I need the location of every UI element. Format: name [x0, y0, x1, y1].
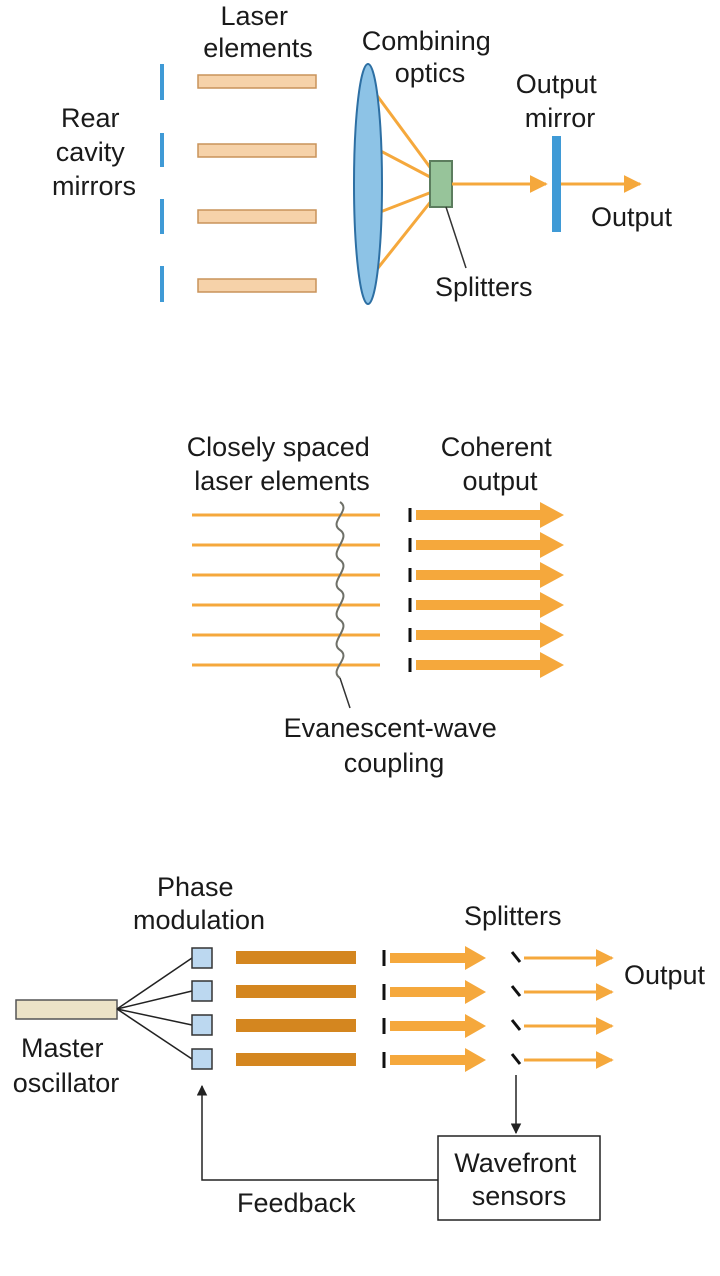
splitter-box: [429, 160, 453, 208]
master-oscillator: [15, 999, 118, 1020]
wavefront-sensors-label: Wavefront sensors: [454, 1148, 584, 1211]
evanescent-coupling-label: Evanescent-wave coupling: [284, 713, 505, 778]
master-oscillator-label: Master oscillator: [13, 1033, 120, 1098]
output-label-bottom: Output: [624, 960, 706, 990]
wavefront-sensors-box: [437, 1135, 601, 1221]
laser-element-1: [197, 74, 317, 89]
phase-modulator-1: [191, 947, 213, 969]
rear-cavity-mirrors-label: Rear cavity mirrors: [52, 103, 136, 201]
panel-master-oscillator: Phase modulation Splitters Output Master…: [13, 872, 706, 1221]
output-beams-bottom: [524, 949, 614, 1069]
amplified-beams: [390, 946, 486, 1072]
oscillator-fan-lines: [116, 957, 193, 1060]
amplifier-rods: [236, 951, 356, 1066]
feedback-label: Feedback: [237, 1188, 356, 1218]
output-label-top: Output: [591, 202, 673, 232]
phase-modulators: [191, 947, 213, 1070]
coupling-leader: [339, 677, 351, 709]
phase-modulator-3: [191, 1014, 213, 1036]
coupling-wave: [335, 501, 345, 679]
phase-modulator-2: [191, 980, 213, 1002]
coherent-output-label: Coherent output: [441, 432, 560, 496]
splitters-label-bottom: Splitters: [464, 901, 562, 931]
converging-beams: [368, 85, 434, 279]
panel-combining-optics: Laser elements Combining optics Rear cav…: [52, 1, 673, 305]
feedback-path: [196, 1084, 438, 1181]
laser-element-4: [197, 278, 317, 293]
laser-element-3: [197, 209, 317, 224]
splitters-leader: [445, 206, 467, 269]
phase-modulation-label: Phase modulation: [133, 872, 265, 935]
laser-elements: [197, 74, 317, 293]
laser-element-2: [197, 143, 317, 158]
panel-evanescent-coupling: Closely spaced laser elements Coherent o…: [187, 432, 564, 778]
laser-elements-label: Laser elements: [203, 1, 313, 63]
splitters-bottom: [510, 951, 522, 1065]
output-mirror-label: Output mirror: [516, 69, 605, 133]
splitters-label-top: Splitters: [435, 272, 533, 302]
close-laser-lines: [192, 513, 380, 667]
combining-optics-label: Combining optics: [362, 26, 499, 88]
closely-spaced-label: Closely spaced laser elements: [187, 432, 378, 496]
output-mirror: [552, 136, 561, 232]
coherent-output-arrows: [416, 502, 564, 678]
phase-modulator-4: [191, 1048, 213, 1070]
combining-lens: [353, 63, 383, 305]
